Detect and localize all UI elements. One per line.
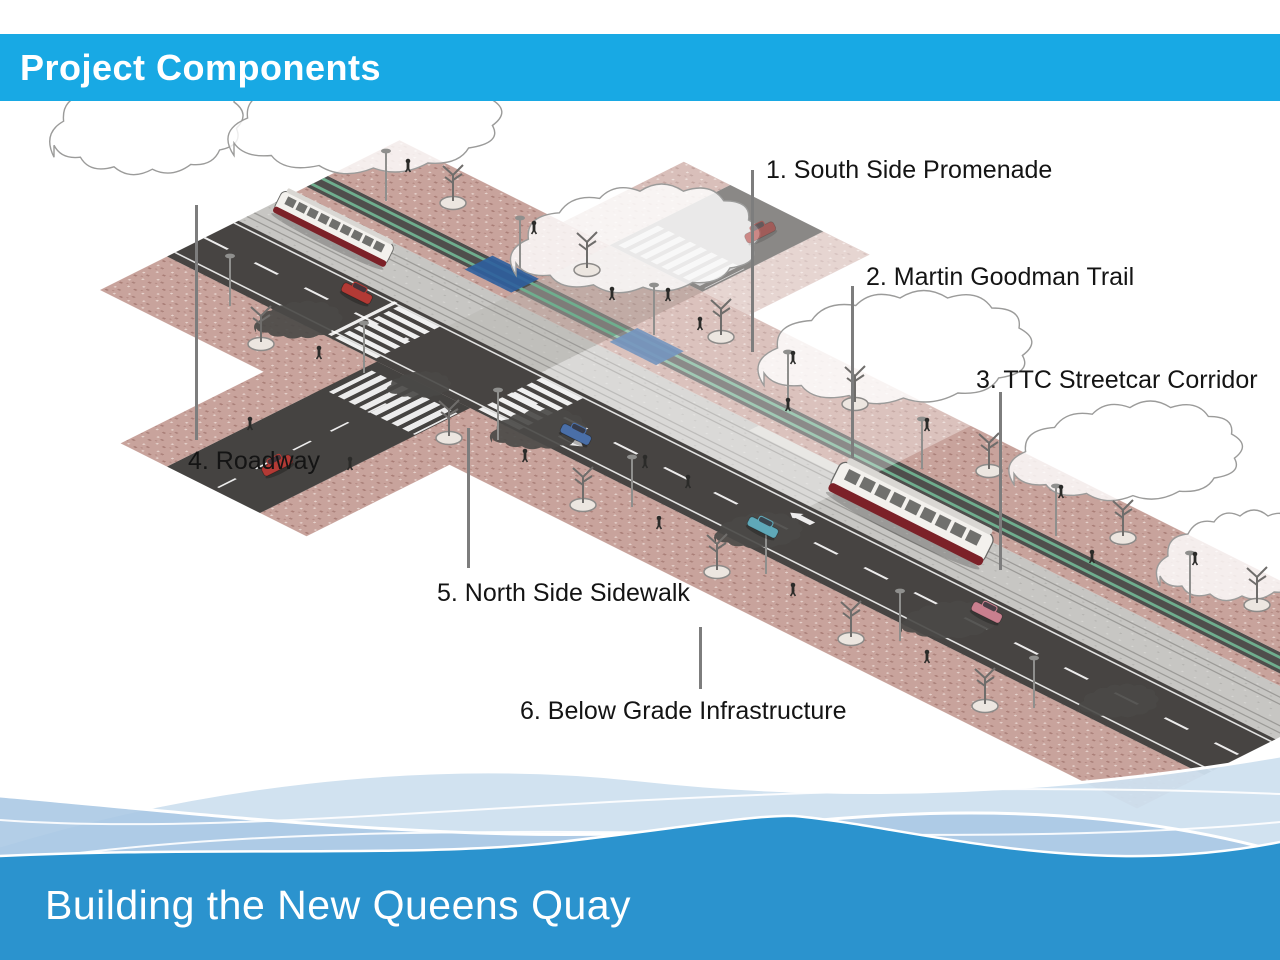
- leader-line-north-side-sidewalk: [467, 428, 470, 568]
- leader-line-martin-goodman-trail: [851, 286, 854, 458]
- title-bar: Project Components: [0, 34, 1280, 101]
- bike-crossing-patch: [464, 255, 539, 293]
- label-south-side-promenade: 1. South Side Promenade: [766, 156, 1053, 184]
- crosswalk-west: [335, 304, 443, 359]
- streetcar-corridor-band: [238, 193, 1280, 740]
- street-illustration: [48, 59, 1280, 809]
- leader-line-ttc-streetcar-corridor: [999, 392, 1002, 570]
- cross-street-sidewalk-faded: [702, 231, 870, 316]
- cross-street-sidewalk: [260, 440, 452, 537]
- crosswalk-east: [478, 376, 586, 430]
- label-ttc-streetcar-corridor: 3. TTC Streetcar Corridor: [976, 366, 1258, 394]
- footer-wave-graphic: [0, 754, 1280, 960]
- crosswalk-south: [328, 370, 458, 435]
- paver-strip: [293, 186, 1280, 712]
- label-north-side-sidewalk: 5. North Side Sidewalk: [437, 579, 690, 607]
- footer-title: Building the New Queens Quay: [45, 882, 632, 928]
- label-martin-goodman-trail: 2. Martin Goodman Trail: [866, 263, 1135, 291]
- bike-crossing-patch: [609, 327, 684, 366]
- cross-street-sidewalk: [120, 370, 312, 467]
- leader-line-roadway: [195, 205, 198, 440]
- leader-line-south-side-promenade: [751, 170, 754, 352]
- leader-line-below-grade-infrastructure: [699, 627, 702, 689]
- label-below-grade-infrastructure: 6. Below Grade Infrastructure: [520, 697, 847, 725]
- martin-goodman-trail-band: [306, 176, 1280, 706]
- roadway-band: [167, 220, 1276, 775]
- streetcar-rails: [246, 198, 1280, 736]
- label-roadway: 4. Roadway: [188, 447, 321, 475]
- page-title: Project Components: [20, 47, 382, 88]
